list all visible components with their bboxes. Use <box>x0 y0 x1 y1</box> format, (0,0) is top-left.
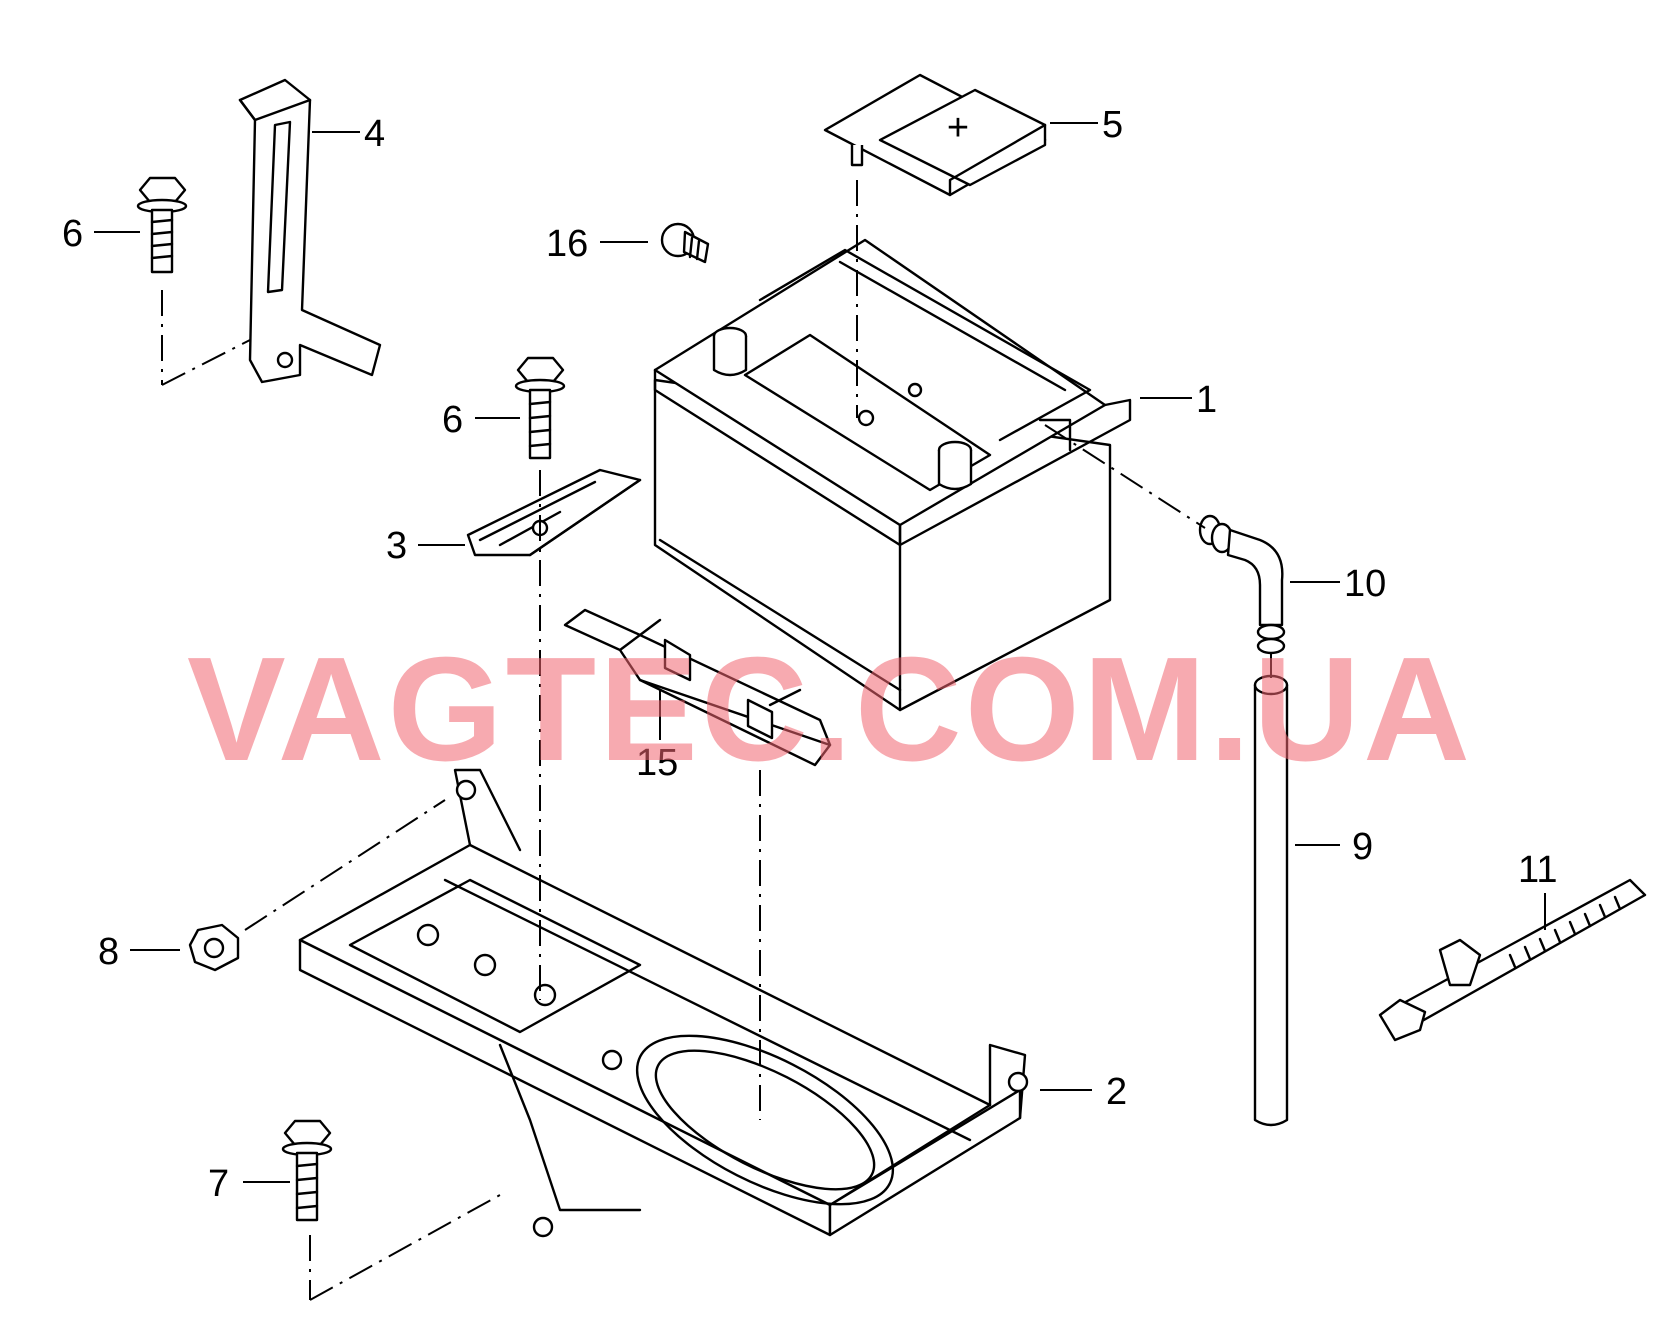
battery-tray <box>298 768 1029 1238</box>
callout-4: 4 <box>364 113 385 155</box>
callout-8: 8 <box>98 931 119 973</box>
callout-labels: 1 2 3 4 5 6 6 7 8 9 10 11 15 16 <box>62 104 1557 1205</box>
callout-2: 2 <box>1106 1071 1127 1113</box>
cable-tie <box>1378 878 1647 1042</box>
callout-16: 16 <box>546 223 588 265</box>
bolt-upper-left <box>136 176 188 274</box>
bolt-lower <box>281 1119 333 1222</box>
callout-6-clamp: 6 <box>442 399 463 441</box>
callout-10: 10 <box>1344 563 1386 605</box>
watermark: VAGTEC.COM.UA <box>187 627 1473 792</box>
battery <box>653 238 1132 712</box>
vent-elbow <box>1198 514 1286 655</box>
callout-5: 5 <box>1102 104 1123 146</box>
callout-6-upper: 6 <box>62 213 83 255</box>
callout-7: 7 <box>208 1163 229 1205</box>
hold-down-bracket <box>238 78 382 384</box>
terminal-cover-plus-symbol: + <box>947 107 969 149</box>
clamp-plate <box>466 468 642 557</box>
callout-3: 3 <box>386 525 407 567</box>
battery-sensor <box>563 608 832 767</box>
bolt-clamp <box>514 356 566 460</box>
vent-hose <box>1253 674 1289 1127</box>
callout-15: 15 <box>636 742 678 784</box>
assembly-lines <box>161 180 1272 1301</box>
hex-nut <box>188 923 240 972</box>
terminal-cover: + <box>823 73 1047 197</box>
leader-lines <box>94 122 1546 1183</box>
callout-9: 9 <box>1352 826 1373 868</box>
callout-11: 11 <box>1518 849 1557 891</box>
vent-plug <box>660 222 710 264</box>
callout-1: 1 <box>1196 379 1217 421</box>
